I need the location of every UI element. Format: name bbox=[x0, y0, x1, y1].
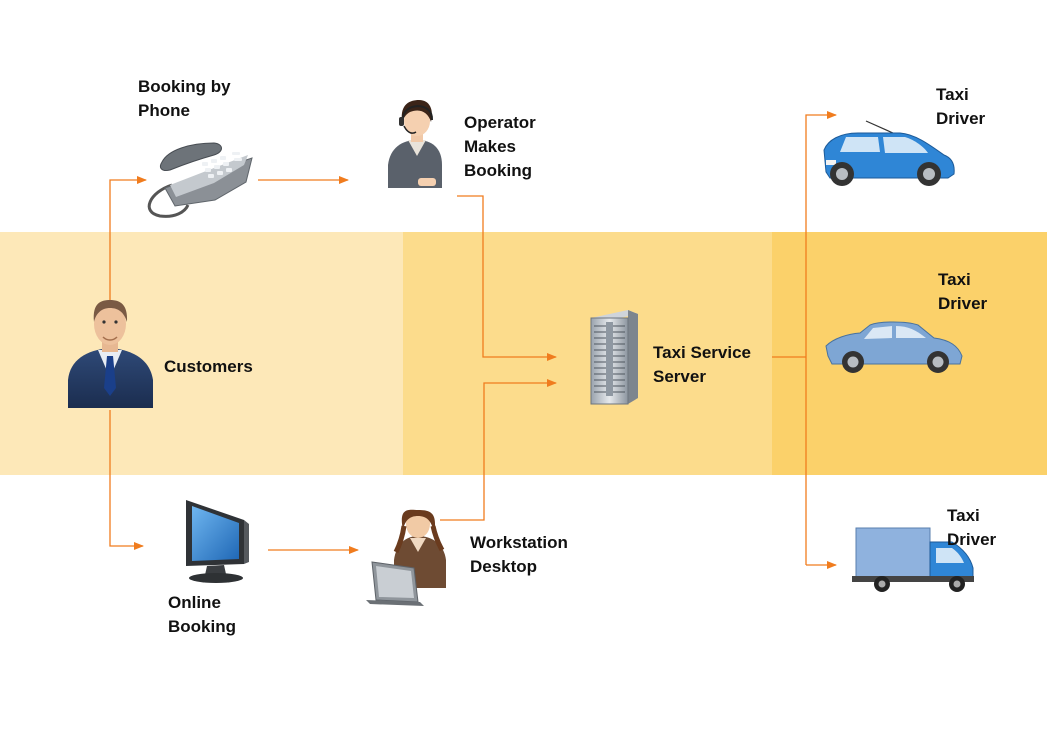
label-customers: Customers bbox=[164, 357, 253, 376]
label-taxi-service-server: Taxi Service Server bbox=[653, 343, 751, 386]
server-rack-icon bbox=[590, 310, 638, 405]
woman-laptop-icon bbox=[366, 509, 446, 606]
telephone-icon bbox=[147, 142, 253, 218]
connector-workstation-to-server bbox=[440, 379, 557, 521]
monitor-icon bbox=[186, 500, 249, 583]
businessman-icon bbox=[68, 300, 153, 408]
hatchback-car-icon bbox=[823, 120, 955, 186]
delivery-truck-icon bbox=[852, 527, 974, 592]
band-customers bbox=[0, 232, 403, 475]
label-booking-by-phone: Booking by Phone bbox=[138, 77, 231, 120]
connector-server-to-driver-1 bbox=[805, 111, 837, 565]
label-online-booking: Online Booking bbox=[168, 593, 236, 636]
label-taxi-driver-3: Taxi Driver bbox=[947, 506, 997, 549]
sedan-car-icon bbox=[825, 321, 963, 373]
connector-operator-to-server bbox=[457, 195, 557, 361]
connectors bbox=[109, 111, 837, 569]
operator-headset-icon bbox=[388, 100, 442, 188]
label-operator-makes-booking: Operator Makes Booking bbox=[464, 113, 536, 180]
label-workstation-desktop: Workstation Desktop bbox=[470, 533, 568, 576]
label-taxi-driver-2: Taxi Driver bbox=[938, 270, 988, 313]
connector-customers-to-phone bbox=[109, 176, 147, 305]
connector-customers-to-online bbox=[109, 410, 144, 550]
band-server bbox=[403, 232, 772, 475]
label-taxi-driver-1: Taxi Driver bbox=[936, 85, 986, 128]
